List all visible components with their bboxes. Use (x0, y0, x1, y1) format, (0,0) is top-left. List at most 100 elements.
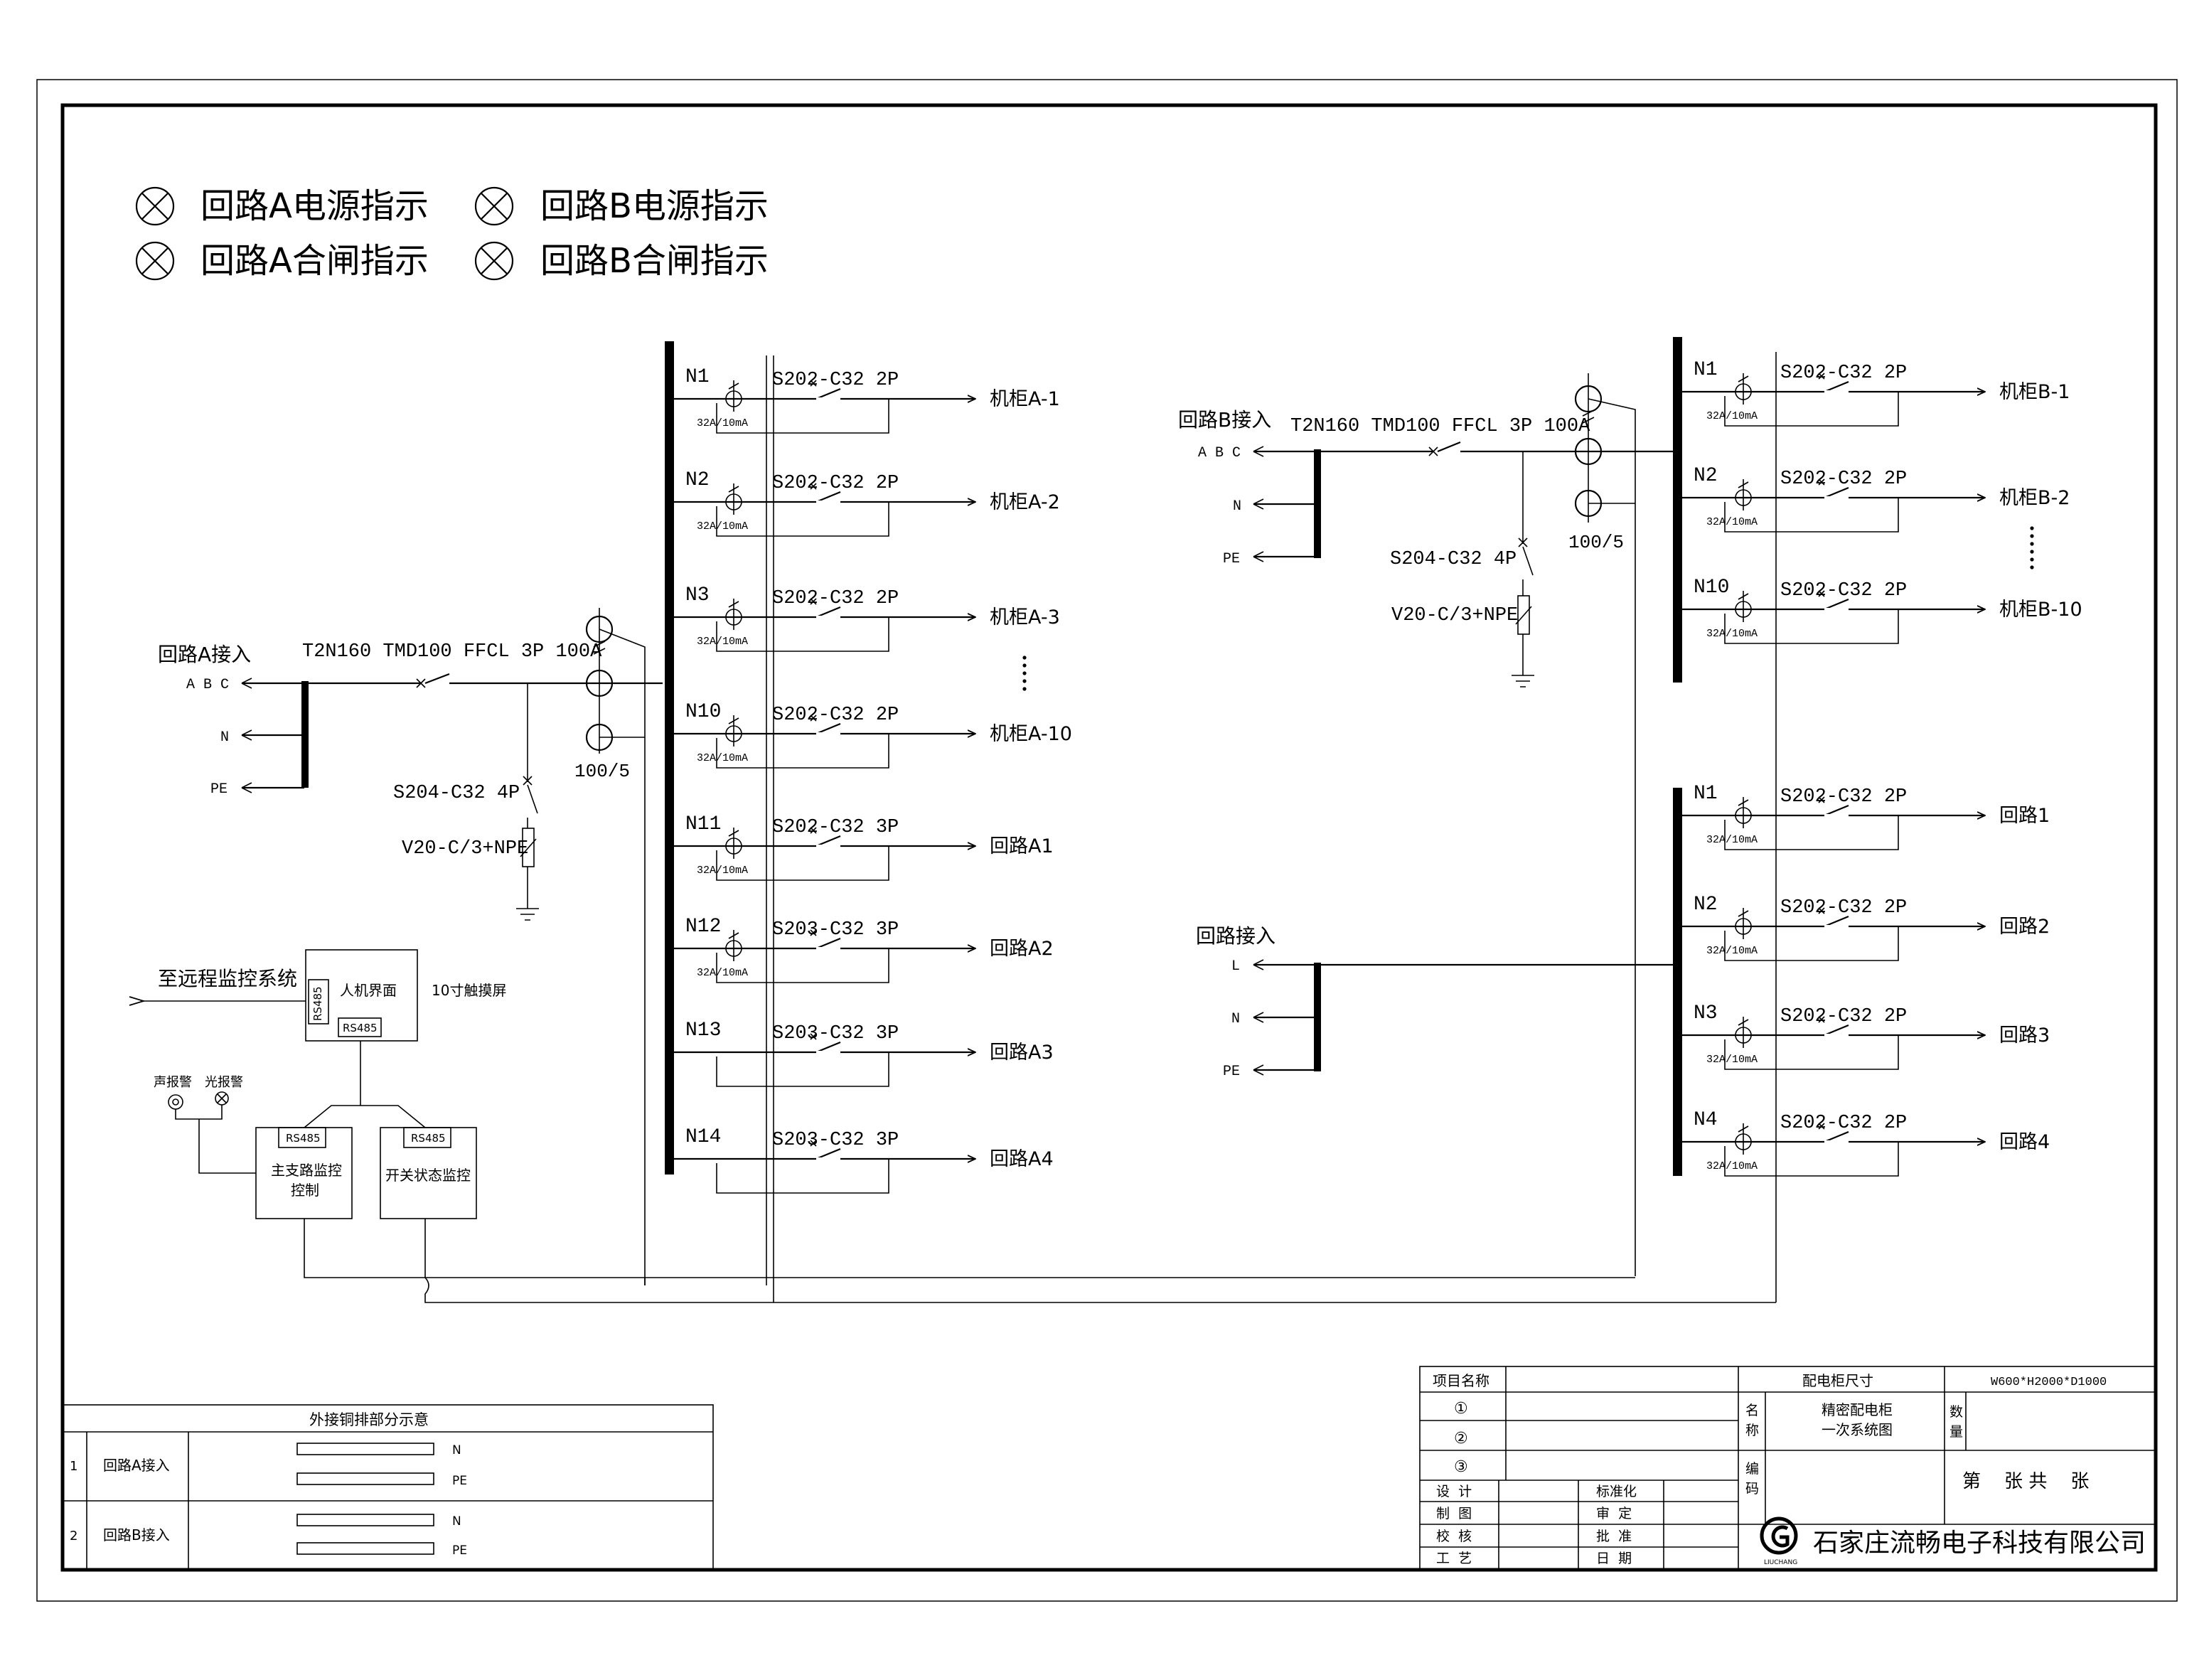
breaker-contact (815, 722, 841, 735)
breaker-trip-mark (810, 380, 817, 387)
rcd-rating: 32A/10mA (1706, 1160, 1758, 1172)
circuit-l-label: 回路接入 (1196, 924, 1275, 948)
neutral-return (716, 1159, 889, 1194)
branch-id: N2 (1694, 894, 1718, 916)
logo-text: LIUCHANG (1764, 1559, 1797, 1566)
continuation-dots (2030, 526, 2034, 569)
rcd-tick (1738, 1125, 1749, 1133)
breaker-gap (1824, 1140, 1849, 1143)
branch-breaker: S202-C32 2P (1780, 363, 1907, 384)
breaker-trip-mark (1818, 1123, 1825, 1130)
rcd-rating: 32A/10mA (697, 752, 748, 764)
legend: 回路A电源指示 回路B电源指示 回路A合闸指示 回路B合闸指示 (135, 186, 769, 281)
row-name: 回路B接入 (103, 1526, 170, 1543)
neutral-return (716, 502, 889, 537)
sheet-count: 第 张 共 张 (1962, 1471, 2089, 1492)
breaker-gap (816, 1051, 840, 1054)
item-1: ① (1454, 1400, 1468, 1418)
continuation-dots (1022, 656, 1027, 691)
role-label: 校 核 (1436, 1529, 1472, 1544)
phase-label: A B C (1198, 445, 1241, 461)
spd-breaker-a: S204-C32 4P (393, 783, 520, 804)
phase-label: N (1231, 1011, 1240, 1027)
branch-load: 回路4 (1999, 1131, 2050, 1153)
branch-id: N4 (1694, 1109, 1718, 1131)
breaker-gap (1824, 608, 1849, 611)
item-2: ② (1454, 1430, 1468, 1448)
neutral-return (716, 734, 889, 769)
legend-a-close: 回路A合闸指示 (200, 241, 429, 281)
rcd-tick (728, 717, 739, 724)
drawing-name: 精密配电柜 (1822, 1401, 1893, 1418)
branch-breaker: S202-C32 2P (1780, 469, 1907, 490)
ground-icon (516, 908, 539, 921)
breaker-gap (816, 616, 840, 619)
lamp-icon (135, 241, 175, 281)
code-label: 码 (1745, 1481, 1759, 1497)
branch-id: N10 (685, 701, 721, 723)
rcd-rating: 32A/10mA (1706, 834, 1758, 846)
branch-breaker: S202-C32 2P (772, 370, 899, 391)
breaker-trip-mark (1818, 478, 1825, 486)
phase-label: PE (210, 781, 228, 798)
circuit-b-label: 回路B接入 (1178, 408, 1271, 432)
bar-label: N (452, 1443, 461, 1457)
phase-label: L (1231, 958, 1240, 975)
branch-breaker: S202-C32 3P (772, 817, 899, 838)
breaker-contact (1824, 1024, 1849, 1037)
rcd-rating: 32A/10mA (1706, 410, 1758, 422)
breaker-gap (816, 397, 840, 400)
neutral-return (1724, 498, 1899, 533)
row-no: 2 (70, 1529, 77, 1543)
breaker-contact (815, 387, 841, 400)
legend-b-close: 回路B合闸指示 (540, 241, 769, 281)
branch-load: 回路A1 (990, 835, 1054, 857)
breaker-gap (1824, 814, 1849, 817)
phase-label: PE (1223, 551, 1240, 567)
rcd-tick (1738, 593, 1749, 600)
neutral-return (716, 399, 889, 434)
bar-label: PE (452, 1543, 467, 1558)
branch-id: N11 (685, 813, 721, 835)
row-no: 1 (70, 1459, 77, 1474)
role-label: 工 艺 (1436, 1551, 1472, 1566)
branch-load: 机柜B-2 (1999, 487, 2070, 509)
neutral-return (716, 846, 889, 881)
outer-frame (36, 79, 2178, 1602)
role-label: 日 期 (1596, 1551, 1632, 1566)
circuit-a-incoming: 回路A接入 A B C N PE T2N160 TMD100 FFCL 3P 1… (158, 608, 663, 1285)
rcd-rating: 32A/10mA (697, 417, 748, 429)
rcd-tick (1738, 910, 1749, 917)
qty-label: 数 (1949, 1404, 1963, 1420)
rcd-tick (1738, 1019, 1749, 1026)
breaker-contact (1824, 380, 1849, 393)
role-label: 批 准 (1596, 1529, 1632, 1544)
breaker-contact (815, 937, 841, 950)
ground-icon (1512, 675, 1534, 687)
breaker-contact (1824, 598, 1849, 611)
breaker-contact (1824, 804, 1849, 817)
breaker-gap (1824, 925, 1849, 928)
branch-id: N2 (685, 469, 710, 491)
role-label: 标准化 (1596, 1484, 1637, 1499)
lamp-icon (474, 241, 514, 281)
switch-ctrl-label: 开关状态监控 (385, 1167, 471, 1184)
circuit-a-label: 回路A接入 (158, 643, 251, 666)
branch-breaker: S202-C32 2P (1780, 1006, 1907, 1027)
spd-b: V20-C/3+NPE (1391, 605, 1518, 626)
rcd-tick (1738, 799, 1749, 806)
branch-load: 回路2 (1999, 916, 2050, 938)
main-ctrl-label: 主支路监控 (271, 1162, 342, 1179)
incoming-bus-a (301, 681, 309, 788)
inner-frame (60, 103, 2158, 1572)
phase-label: PE (1223, 1064, 1240, 1080)
monitoring-system: 至远程监控系统 人机界面 RS485 RS485 10寸触摸屏 声报警 光报警 … (144, 949, 1776, 1303)
phase-label: A B C (186, 677, 229, 693)
lamp-icon (135, 186, 175, 226)
breaker-trip-mark (1818, 907, 1825, 914)
rs485-label: RS485 (343, 1022, 378, 1034)
breaker-contact (815, 491, 841, 503)
